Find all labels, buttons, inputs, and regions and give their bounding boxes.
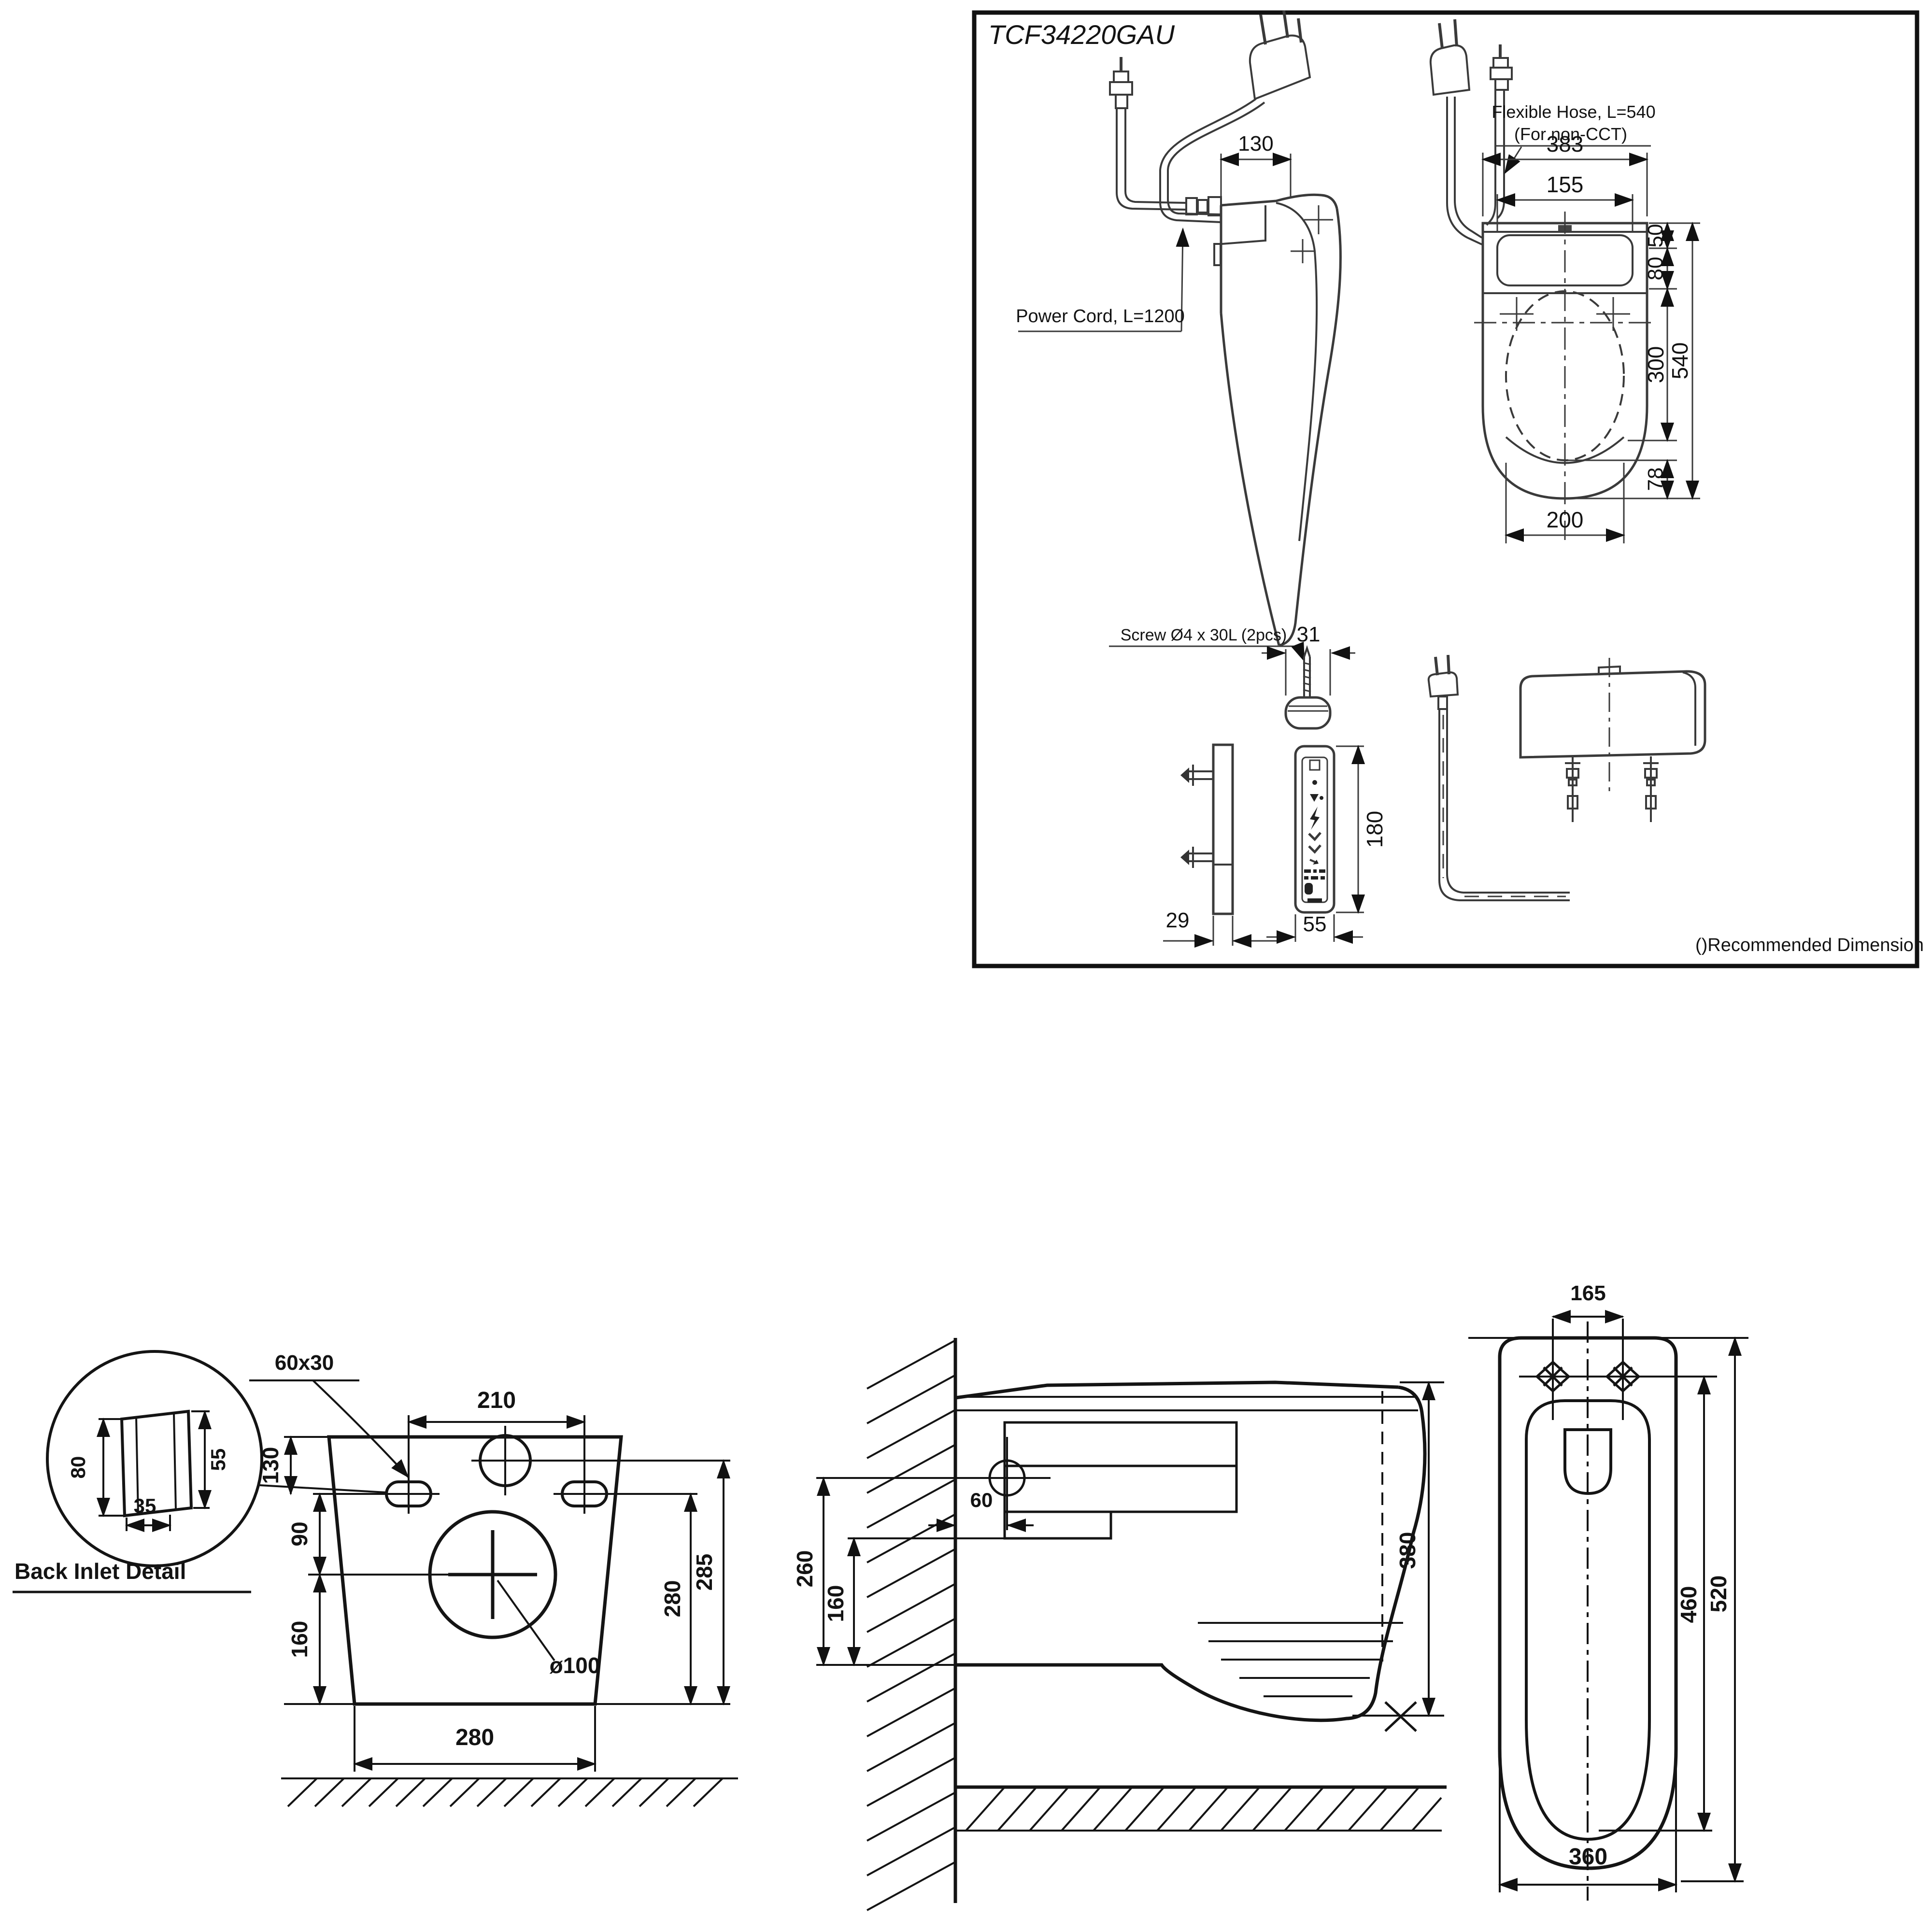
power-cord-label: Power Cord, L=1200	[1016, 306, 1185, 327]
dim-160-side: 160	[823, 1585, 848, 1622]
mounting-bolt	[1643, 756, 1659, 822]
remote-icon-chevron	[1308, 844, 1321, 854]
model-number: TCF34220GAU	[988, 19, 1175, 50]
dim-460: 460	[1676, 1586, 1701, 1623]
detail-dim-55: 55	[207, 1448, 229, 1471]
washlet-plan-view	[1429, 19, 1700, 543]
dim-520: 520	[1706, 1575, 1731, 1613]
dim-78: 78	[1644, 467, 1667, 491]
detail-dim-35: 35	[133, 1494, 156, 1517]
slot-size-label: 60x30	[274, 1351, 334, 1375]
dim-165: 165	[1570, 1281, 1606, 1305]
dim-160-front: 160	[287, 1620, 312, 1658]
remote-icon-bars	[1304, 869, 1325, 880]
washlet-rear-view	[1427, 654, 1706, 901]
installation-side-view	[816, 1338, 1447, 1911]
dim-360: 360	[1568, 1844, 1608, 1870]
dim-300: 300	[1643, 346, 1668, 384]
remote-side-view	[1163, 743, 1279, 948]
panel-frame	[972, 10, 1919, 968]
flexible-hose-label-line1: Flexible Hose, L=540	[1492, 102, 1656, 122]
dim-80: 80	[1644, 256, 1667, 281]
remote-icon-spray	[1310, 794, 1319, 802]
washlet-side-view	[1018, 10, 1342, 647]
remote-front-view	[1266, 745, 1365, 944]
dim-180: 180	[1362, 810, 1387, 848]
remote-icon-foot	[1305, 883, 1313, 895]
dim-29: 29	[1165, 909, 1190, 932]
flexible-hose-label-line2: (For non-CCT)	[1514, 124, 1628, 144]
dim-130: 130	[1238, 132, 1274, 156]
fixing-bolt-symbol	[1535, 1360, 1641, 1393]
detail-dim-80: 80	[67, 1456, 89, 1479]
wall-fixing-front-view	[13, 1350, 738, 1807]
dim-280-right: 280	[660, 1580, 685, 1618]
dim-outlet-diameter: ø100	[549, 1653, 600, 1678]
dim-285: 285	[692, 1553, 717, 1591]
bowl-top-view	[1468, 1310, 1748, 1901]
remote-icon-stop	[1309, 759, 1321, 771]
dim-31: 31	[1296, 623, 1321, 646]
screw-label: Screw Ø4 x 30L (2pcs)	[1120, 626, 1287, 644]
dim-60: 60	[970, 1489, 993, 1511]
dim-280-bottom: 280	[455, 1725, 495, 1750]
dim-260: 260	[792, 1550, 817, 1588]
dim-90: 90	[287, 1521, 312, 1547]
dim-380: 380	[1395, 1532, 1420, 1569]
dim-383: 383	[1546, 131, 1584, 156]
dim-155: 155	[1546, 172, 1584, 197]
dim-50: 50	[1644, 224, 1667, 248]
remote-icon-power	[1310, 807, 1320, 830]
wall-hatching	[867, 1339, 956, 1911]
back-inlet-detail-caption: Back Inlet Detail	[14, 1559, 186, 1584]
recommended-dimension-note: ()Recommended Dimension	[1695, 935, 1924, 955]
dim-200: 200	[1546, 507, 1584, 532]
dim-55: 55	[1303, 912, 1327, 936]
dim-210: 210	[477, 1388, 516, 1413]
back-inlet-detail-circle	[46, 1350, 263, 1567]
water-surface-lines	[1198, 1622, 1403, 1697]
floor-hatching	[965, 1786, 1442, 1832]
remote-icon-chevron	[1308, 832, 1321, 841]
remote-icon-bottom-bar	[1307, 898, 1322, 903]
mounting-bolt	[1565, 756, 1580, 822]
dim-130-front: 130	[258, 1447, 283, 1484]
screw-detail	[1109, 641, 1355, 730]
dim-540: 540	[1667, 342, 1692, 380]
remote-icon-dot	[1312, 780, 1317, 785]
level-x-mark	[1384, 1701, 1417, 1732]
